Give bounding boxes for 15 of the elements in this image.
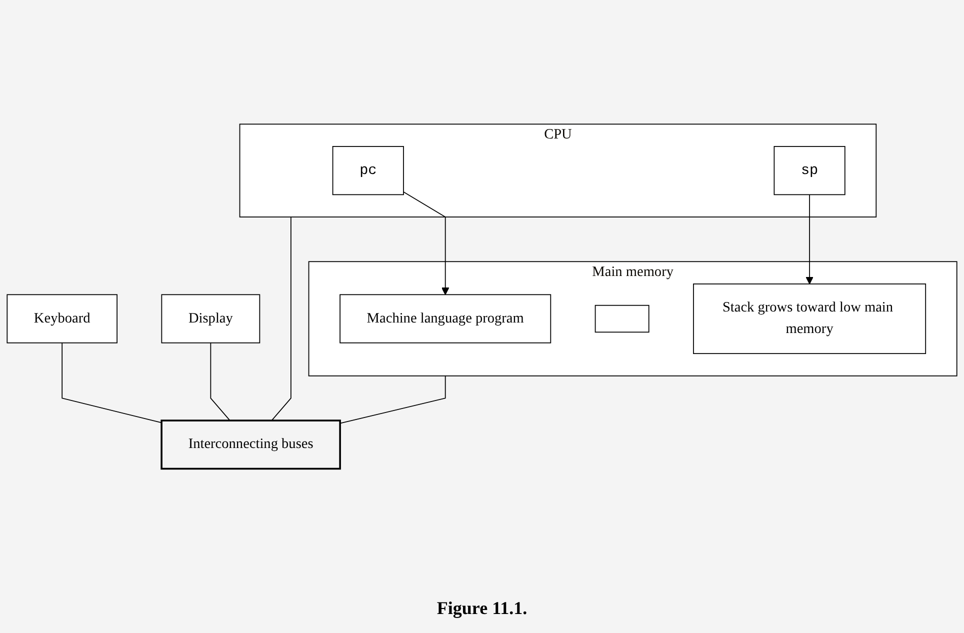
connector	[62, 342, 162, 423]
arrow	[403, 190, 450, 295]
connector	[210, 342, 230, 421]
connector	[340, 375, 446, 424]
node-box: Machine language program	[340, 294, 552, 343]
connector	[271, 216, 292, 421]
arrow	[806, 194, 814, 284]
node-box: pc	[332, 146, 404, 195]
node-box: Stack grows toward low main memory	[693, 283, 926, 354]
node-box: Keyboard	[6, 294, 118, 343]
node-box	[594, 304, 650, 332]
node-box: Interconnecting buses	[160, 419, 341, 470]
node-box: Display	[161, 294, 260, 343]
node-box: sp	[774, 146, 846, 195]
figure-caption: Figure 11.1.	[436, 598, 528, 619]
